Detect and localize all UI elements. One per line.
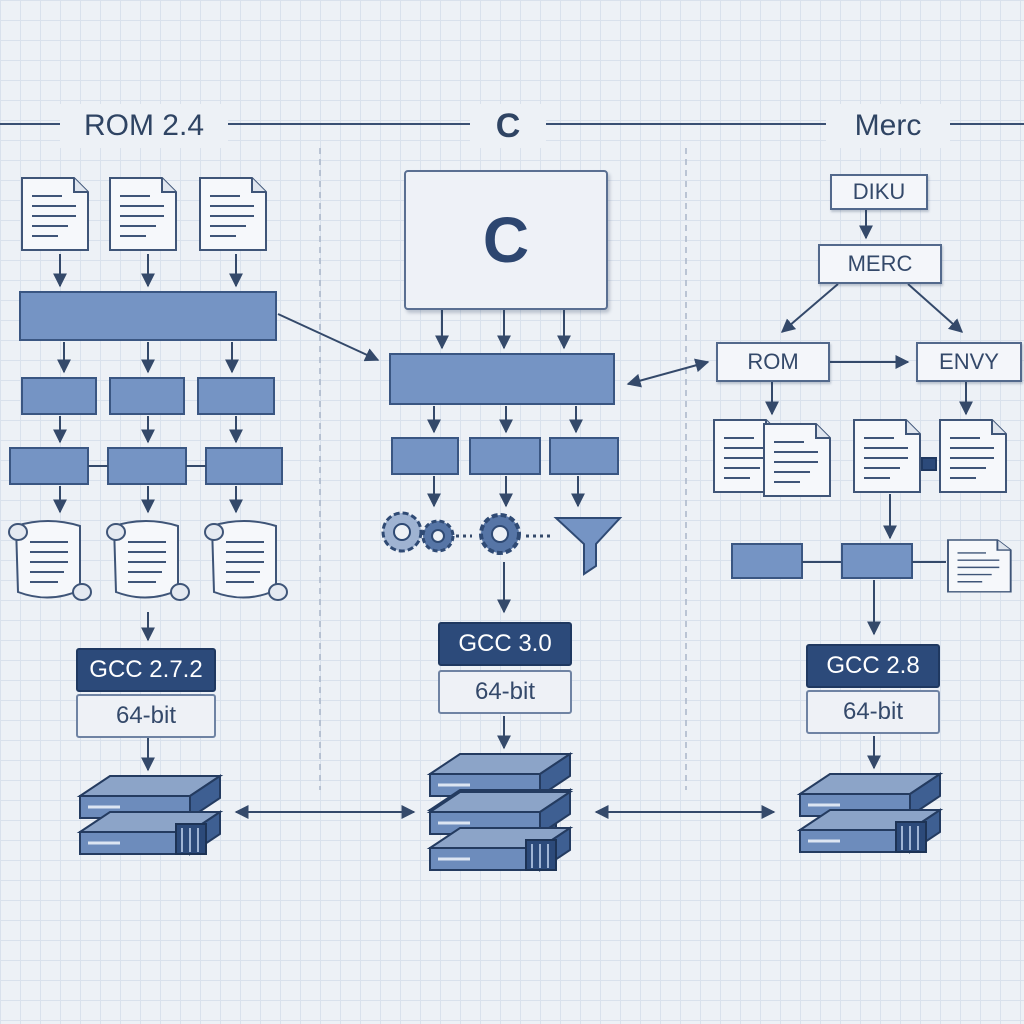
merc-column <box>713 208 1012 854</box>
rom-main-block <box>19 291 277 341</box>
scroll-icon <box>204 520 288 601</box>
c-arch-badge: 64-bit <box>438 670 572 714</box>
c-module-block <box>469 437 541 475</box>
rom-object-block <box>205 447 283 485</box>
rom-object-block <box>107 447 187 485</box>
gear-icon <box>479 513 521 555</box>
rom-compiler-badge: GCC 2.7.2 <box>76 648 216 692</box>
merc-arch-badge: 64-bit <box>806 690 940 734</box>
merc-compiler-badge: GCC 2.8 <box>806 644 940 688</box>
header-c: C <box>470 104 546 148</box>
envy-node: ENVY <box>916 342 1022 382</box>
merc-module-block <box>731 543 803 579</box>
c-module-block <box>549 437 619 475</box>
server-icon <box>798 772 942 854</box>
c-compiler-badge: GCC 3.0 <box>438 622 572 666</box>
rom-node: ROM <box>716 342 830 382</box>
header-rom: ROM 2.4 <box>60 104 228 148</box>
document-icon <box>853 419 921 493</box>
document-icon <box>199 177 267 251</box>
gear-icon <box>381 511 423 553</box>
c-to-merc-arrow <box>626 358 710 388</box>
c-language-box: C <box>404 170 608 310</box>
c-column <box>381 310 623 872</box>
document-icon <box>21 177 89 251</box>
funnel-icon <box>553 517 623 576</box>
scroll-icon <box>106 520 190 601</box>
rom-module-block <box>109 377 185 415</box>
c-main-block <box>389 353 615 405</box>
c-module-block <box>391 437 459 475</box>
scroll-icon <box>8 520 92 601</box>
rom-arch-badge: 64-bit <box>76 694 216 738</box>
header-merc: Merc <box>826 104 950 148</box>
document-icon <box>947 539 1012 593</box>
rom-to-c-arrow <box>277 313 380 362</box>
merc-node: MERC <box>818 244 942 284</box>
server-icon <box>78 774 222 856</box>
server-icon <box>428 790 572 872</box>
diku-node: DIKU <box>830 174 928 210</box>
document-icon <box>939 419 1007 493</box>
rom-module-block <box>197 377 275 415</box>
document-icon <box>109 177 177 251</box>
document-icon <box>763 423 831 497</box>
gear-icon <box>421 519 455 553</box>
rom-column <box>8 177 288 856</box>
rom-module-block <box>21 377 97 415</box>
merc-module-block <box>841 543 913 579</box>
rom-object-block <box>9 447 89 485</box>
